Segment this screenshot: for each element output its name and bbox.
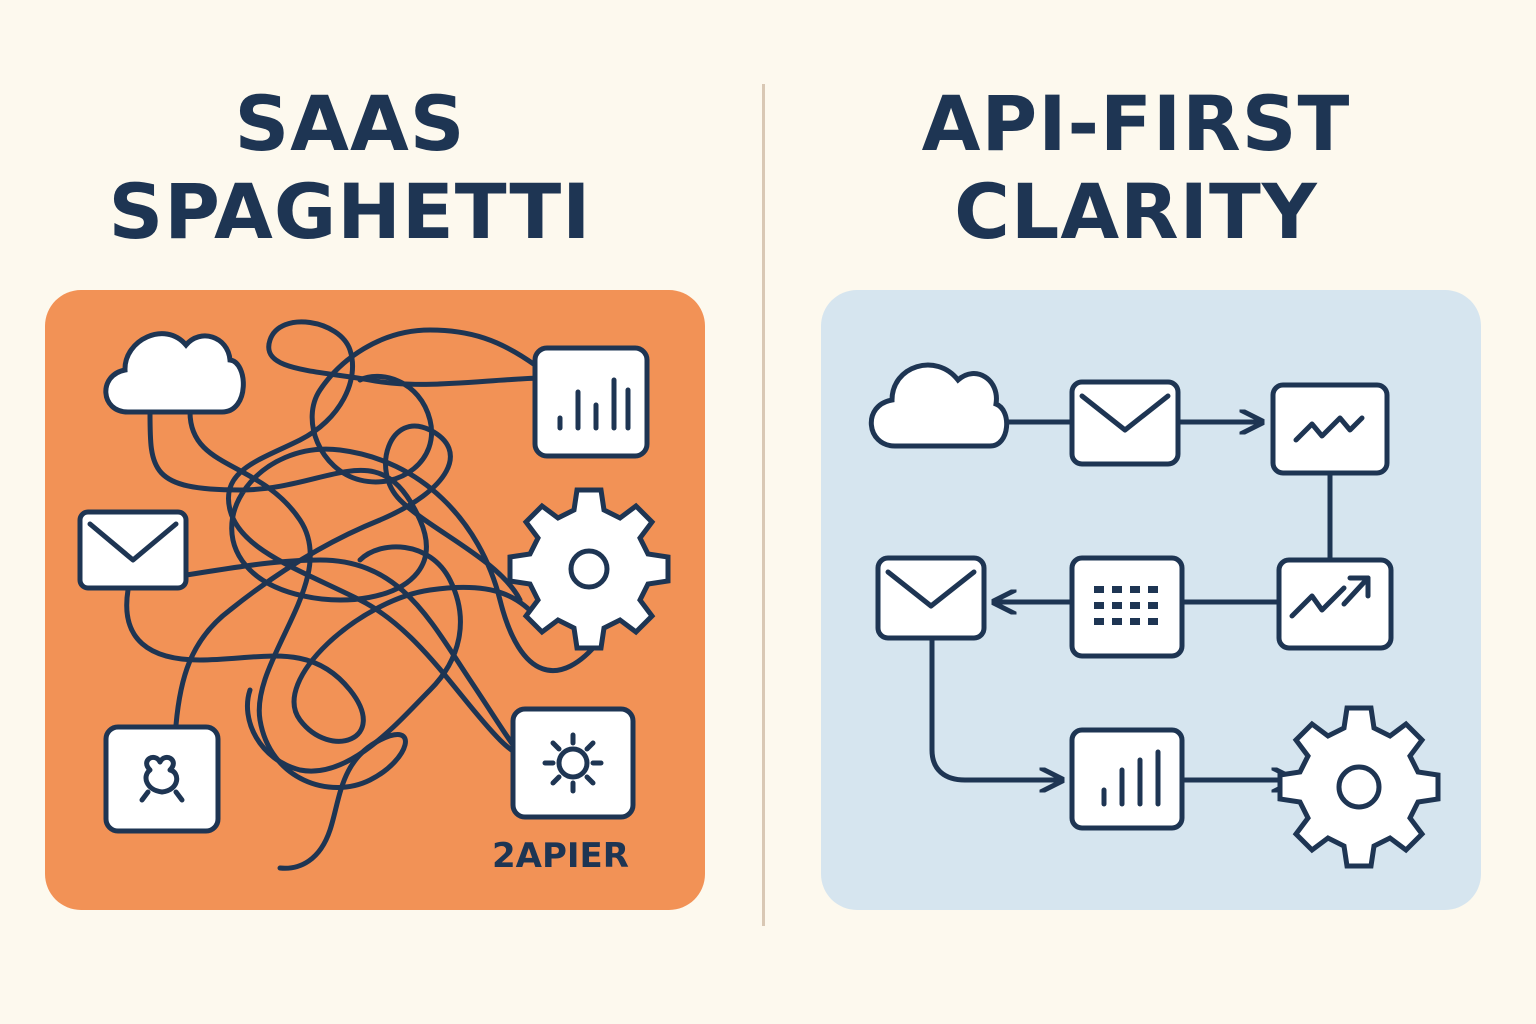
envelope-icon [875,555,987,641]
bug-icon [103,724,221,834]
envelope-icon [77,509,189,591]
left-title: SAAS SPAGHETTI [0,80,700,256]
cloud-icon [103,331,246,415]
center-divider [762,84,765,926]
left-title-line2: SPAGHETTI [108,167,592,256]
trend-chart-icon [1276,557,1394,651]
gear-icon [1277,705,1441,869]
trend-chart-icon [1270,382,1390,476]
right-title-line1: API-FIRST [921,79,1351,168]
left-title-line1: SAAS [234,79,466,168]
tangled-connections [124,319,603,871]
bar-chart-icon [532,345,650,459]
gear-icon [507,487,671,651]
right-title-line2: CLARITY [954,167,1318,256]
clean-connections [929,422,1333,780]
cloud-icon [868,362,1010,449]
grid-icon [1069,555,1185,659]
bar-chart-icon [1069,727,1185,831]
gear-icon [510,706,636,820]
zapier-brand-label: 2APIER [492,836,629,876]
right-title: API-FIRST CLARITY [786,80,1486,256]
envelope-icon [1069,379,1181,467]
